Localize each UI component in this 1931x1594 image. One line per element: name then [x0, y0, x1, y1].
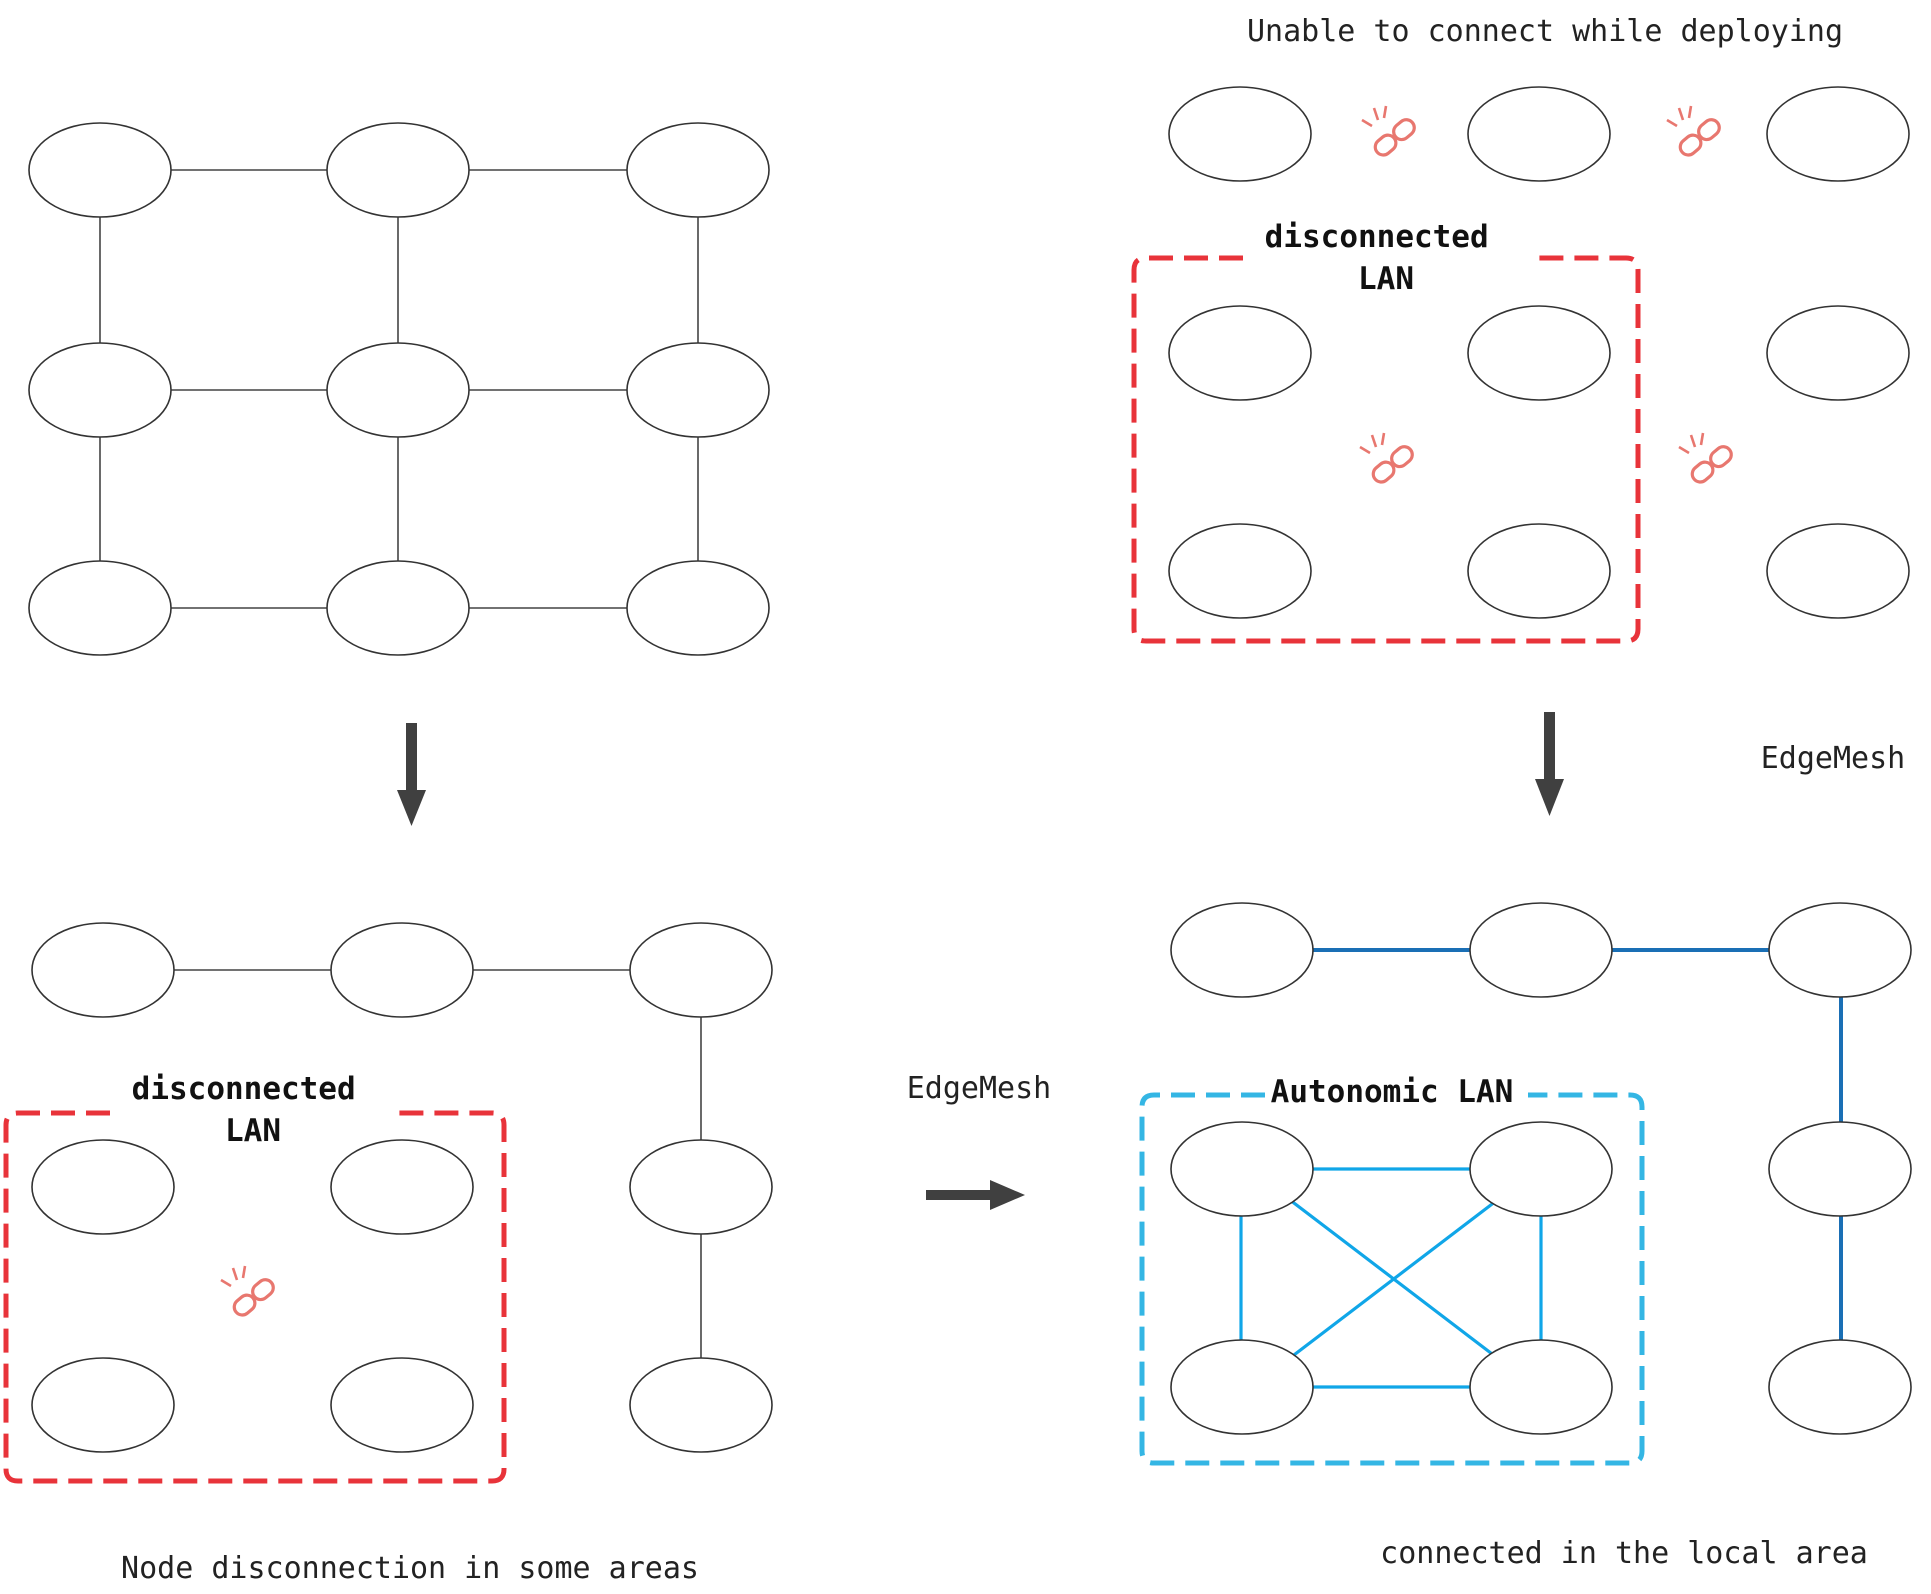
node — [326, 122, 470, 218]
node — [28, 560, 172, 656]
box-label-line-1: disconnected — [1265, 219, 1489, 255]
node — [31, 1357, 175, 1453]
node — [1467, 523, 1611, 619]
top-left-network — [28, 122, 770, 656]
autonomic-links — [1239, 1167, 1543, 1389]
node — [1170, 902, 1314, 998]
box-label-line-2: LAN — [1358, 261, 1414, 297]
disconnected-lan-label: disconnected LAN — [132, 1071, 375, 1149]
bottom-right-nodes — [1170, 902, 1912, 1435]
disconnected-lan-box — [1131, 255, 1641, 644]
arrow-down-icon — [397, 723, 426, 826]
bottom-left-caption: Node disconnection in some areas — [121, 1551, 699, 1586]
broken-link-icon — [1665, 104, 1725, 160]
right-arrow-label: EdgeMesh — [1761, 741, 1906, 776]
node — [1469, 1121, 1613, 1217]
node — [629, 1357, 773, 1453]
node — [330, 1139, 474, 1235]
node — [626, 342, 770, 438]
node — [1768, 1339, 1912, 1435]
autonomic-lan-box — [1139, 1092, 1645, 1466]
node — [626, 560, 770, 656]
middle-arrow-label: EdgeMesh — [907, 1071, 1052, 1106]
bottom-left-nodes — [31, 922, 773, 1453]
arrow-down-icon — [1535, 712, 1564, 816]
disconnected-lan-box — [3, 1110, 507, 1484]
top-right-network: disconnected LAN — [1131, 86, 1910, 644]
node — [1766, 523, 1910, 619]
box-label-line-2: LAN — [225, 1113, 281, 1149]
node — [1768, 902, 1912, 998]
node — [1467, 86, 1611, 182]
node — [629, 1139, 773, 1235]
bottom-left-network: disconnected LAN — [3, 922, 773, 1484]
bottom-right-caption: connected in the local area — [1380, 1536, 1868, 1571]
node — [1467, 305, 1611, 401]
node — [326, 560, 470, 656]
box-label-line-1: disconnected — [132, 1071, 356, 1107]
node — [1170, 1339, 1314, 1435]
autonomic-lan-label: Autonomic LAN — [1271, 1074, 1514, 1110]
top-left-nodes — [28, 122, 770, 656]
node — [629, 922, 773, 1018]
node — [31, 1139, 175, 1235]
top-right-nodes — [1168, 86, 1910, 619]
node — [1168, 86, 1312, 182]
node — [1766, 305, 1910, 401]
broken-link-icon — [1358, 431, 1418, 487]
arrow-right-icon — [926, 1180, 1025, 1210]
node — [1469, 902, 1613, 998]
broken-link-icon — [1677, 431, 1737, 487]
top-right-title: Unable to connect while deploying — [1247, 14, 1843, 49]
node — [1469, 1339, 1613, 1435]
node — [1768, 1121, 1912, 1217]
node — [626, 122, 770, 218]
node — [330, 922, 474, 1018]
node — [1168, 305, 1312, 401]
node — [326, 342, 470, 438]
node — [28, 122, 172, 218]
node — [1168, 523, 1312, 619]
node — [28, 342, 172, 438]
node — [1170, 1121, 1314, 1217]
node — [31, 922, 175, 1018]
bottom-right-network: Autonomic LAN — [1139, 902, 1912, 1466]
broken-link-icon — [1360, 104, 1420, 160]
node — [1766, 86, 1910, 182]
edgemesh-links — [1313, 948, 1843, 1341]
broken-link-icon — [219, 1264, 279, 1320]
disconnected-lan-label: disconnected LAN — [1265, 219, 1508, 297]
node — [330, 1357, 474, 1453]
